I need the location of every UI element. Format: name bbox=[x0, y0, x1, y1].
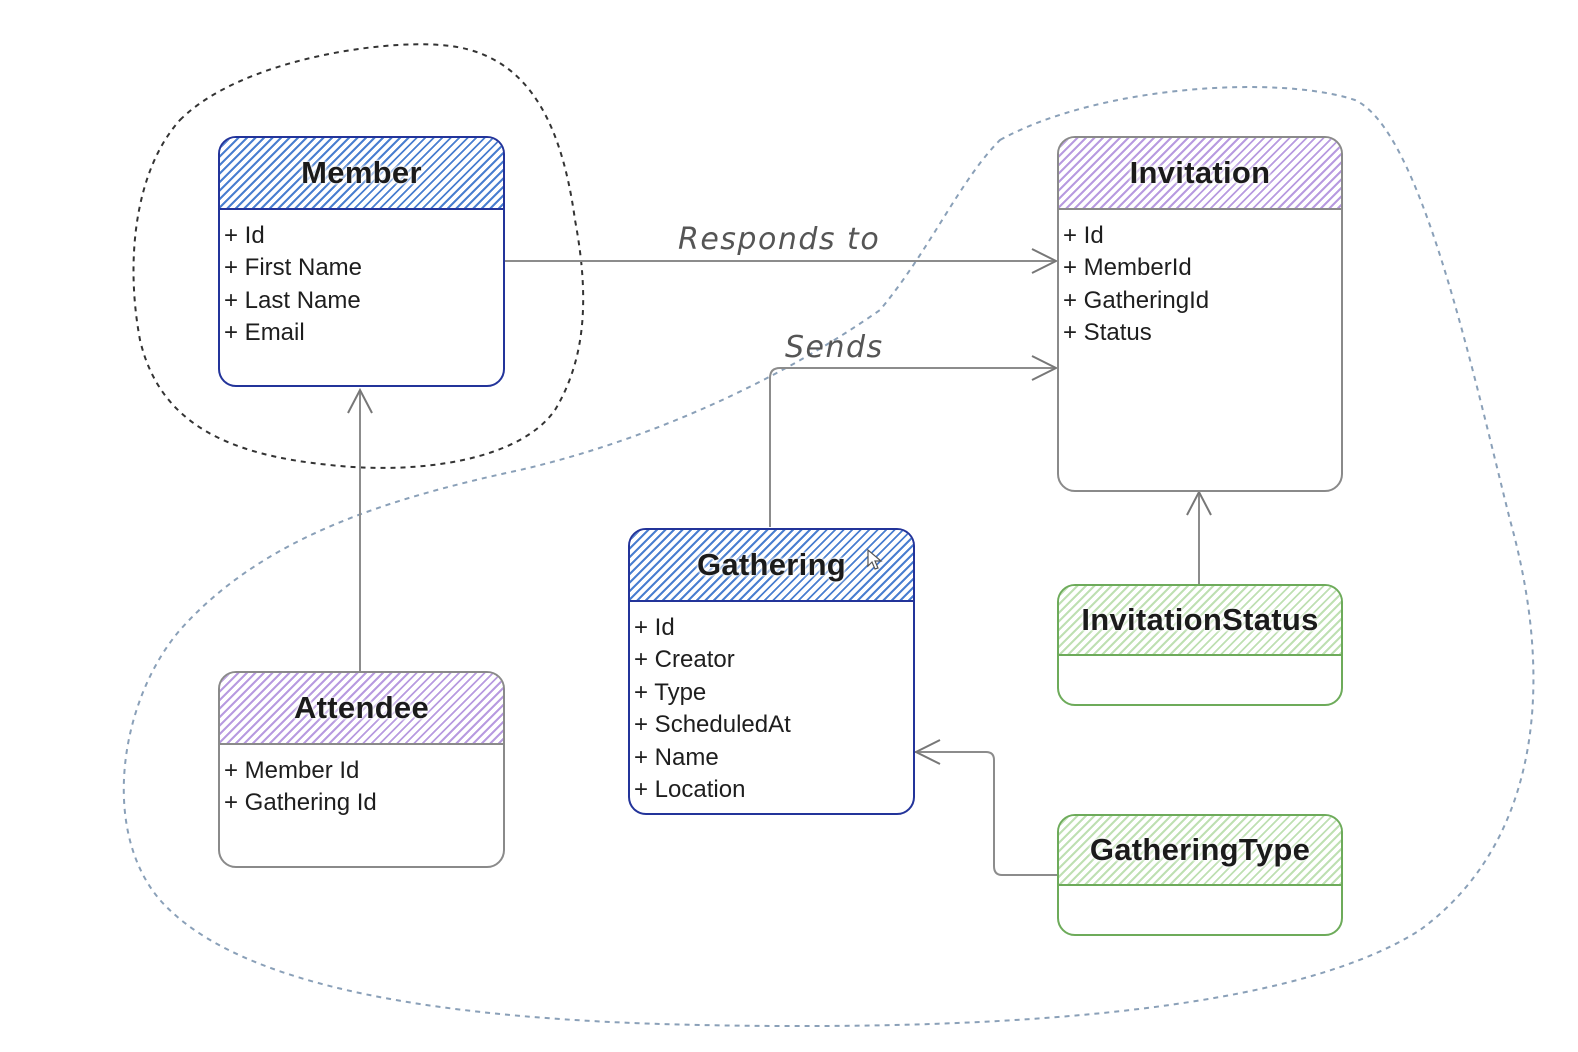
entity-header: InvitationStatus bbox=[1059, 586, 1341, 656]
entity-gathering[interactable]: Gathering + Id + Creator + Type + Schedu… bbox=[628, 528, 915, 815]
entity-header: Gathering bbox=[630, 530, 913, 602]
entity-header: Attendee bbox=[220, 673, 503, 745]
field: + Location bbox=[634, 776, 746, 804]
entity-fields: + Id + MemberId + GatheringId + Status bbox=[1059, 210, 1341, 350]
field: + GatheringId bbox=[1063, 286, 1210, 314]
field: + MemberId bbox=[1063, 254, 1192, 282]
arrow-head-icon bbox=[1186, 489, 1212, 516]
member-boundary bbox=[132, 43, 585, 469]
entity-title: Attendee bbox=[293, 690, 430, 725]
arrow-head-icon bbox=[1031, 355, 1059, 381]
connector-type-gathering bbox=[915, 751, 1057, 876]
arrow-head-icon bbox=[1031, 248, 1059, 274]
entity-attendee[interactable]: Attendee + Member Id + Gathering Id bbox=[218, 671, 505, 868]
label-responds-to: Responds to bbox=[678, 222, 881, 257]
entity-header: GatheringType bbox=[1059, 816, 1341, 886]
entity-title: GatheringType bbox=[1089, 832, 1311, 867]
entity-title: InvitationStatus bbox=[1081, 602, 1319, 637]
entity-fields: + Id + First Name + Last Name + Email bbox=[220, 210, 503, 350]
entity-title: Member bbox=[301, 155, 422, 190]
label-sends: Sends bbox=[785, 330, 884, 365]
field: + Name bbox=[634, 743, 719, 771]
field: + First Name bbox=[224, 254, 363, 282]
entity-invitation-status[interactable]: InvitationStatus bbox=[1057, 584, 1343, 706]
entity-gathering-type[interactable]: GatheringType bbox=[1057, 814, 1343, 936]
field: + Creator bbox=[634, 646, 735, 674]
entity-invitation[interactable]: Invitation + Id + MemberId + GatheringId… bbox=[1057, 136, 1343, 492]
connector-sends bbox=[769, 367, 1055, 527]
entity-header: Invitation bbox=[1059, 138, 1341, 210]
entity-title: Invitation bbox=[1129, 155, 1271, 190]
field: + Member Id bbox=[224, 757, 360, 784]
field: + Type bbox=[634, 678, 707, 706]
entity-member[interactable]: Member + Id + First Name + Last Name + E… bbox=[218, 136, 505, 387]
entity-fields: + Id + Creator + Type + ScheduledAt + Na… bbox=[630, 602, 913, 806]
entity-header: Member bbox=[220, 138, 503, 210]
field: + Gathering Id bbox=[224, 789, 377, 817]
field: + Id bbox=[1063, 222, 1104, 249]
field: + Last Name bbox=[224, 286, 361, 314]
field: + Email bbox=[224, 319, 305, 347]
arrow-head-icon bbox=[913, 739, 941, 765]
field: + Status bbox=[1063, 319, 1152, 347]
entity-title: Gathering bbox=[696, 547, 847, 582]
field: + Id bbox=[634, 614, 675, 641]
arrow-head-icon bbox=[347, 387, 373, 414]
entity-fields: + Member Id + Gathering Id bbox=[220, 745, 503, 820]
field: + Id bbox=[224, 222, 265, 249]
field: + ScheduledAt bbox=[634, 711, 791, 739]
mouse-cursor-icon bbox=[867, 548, 883, 570]
